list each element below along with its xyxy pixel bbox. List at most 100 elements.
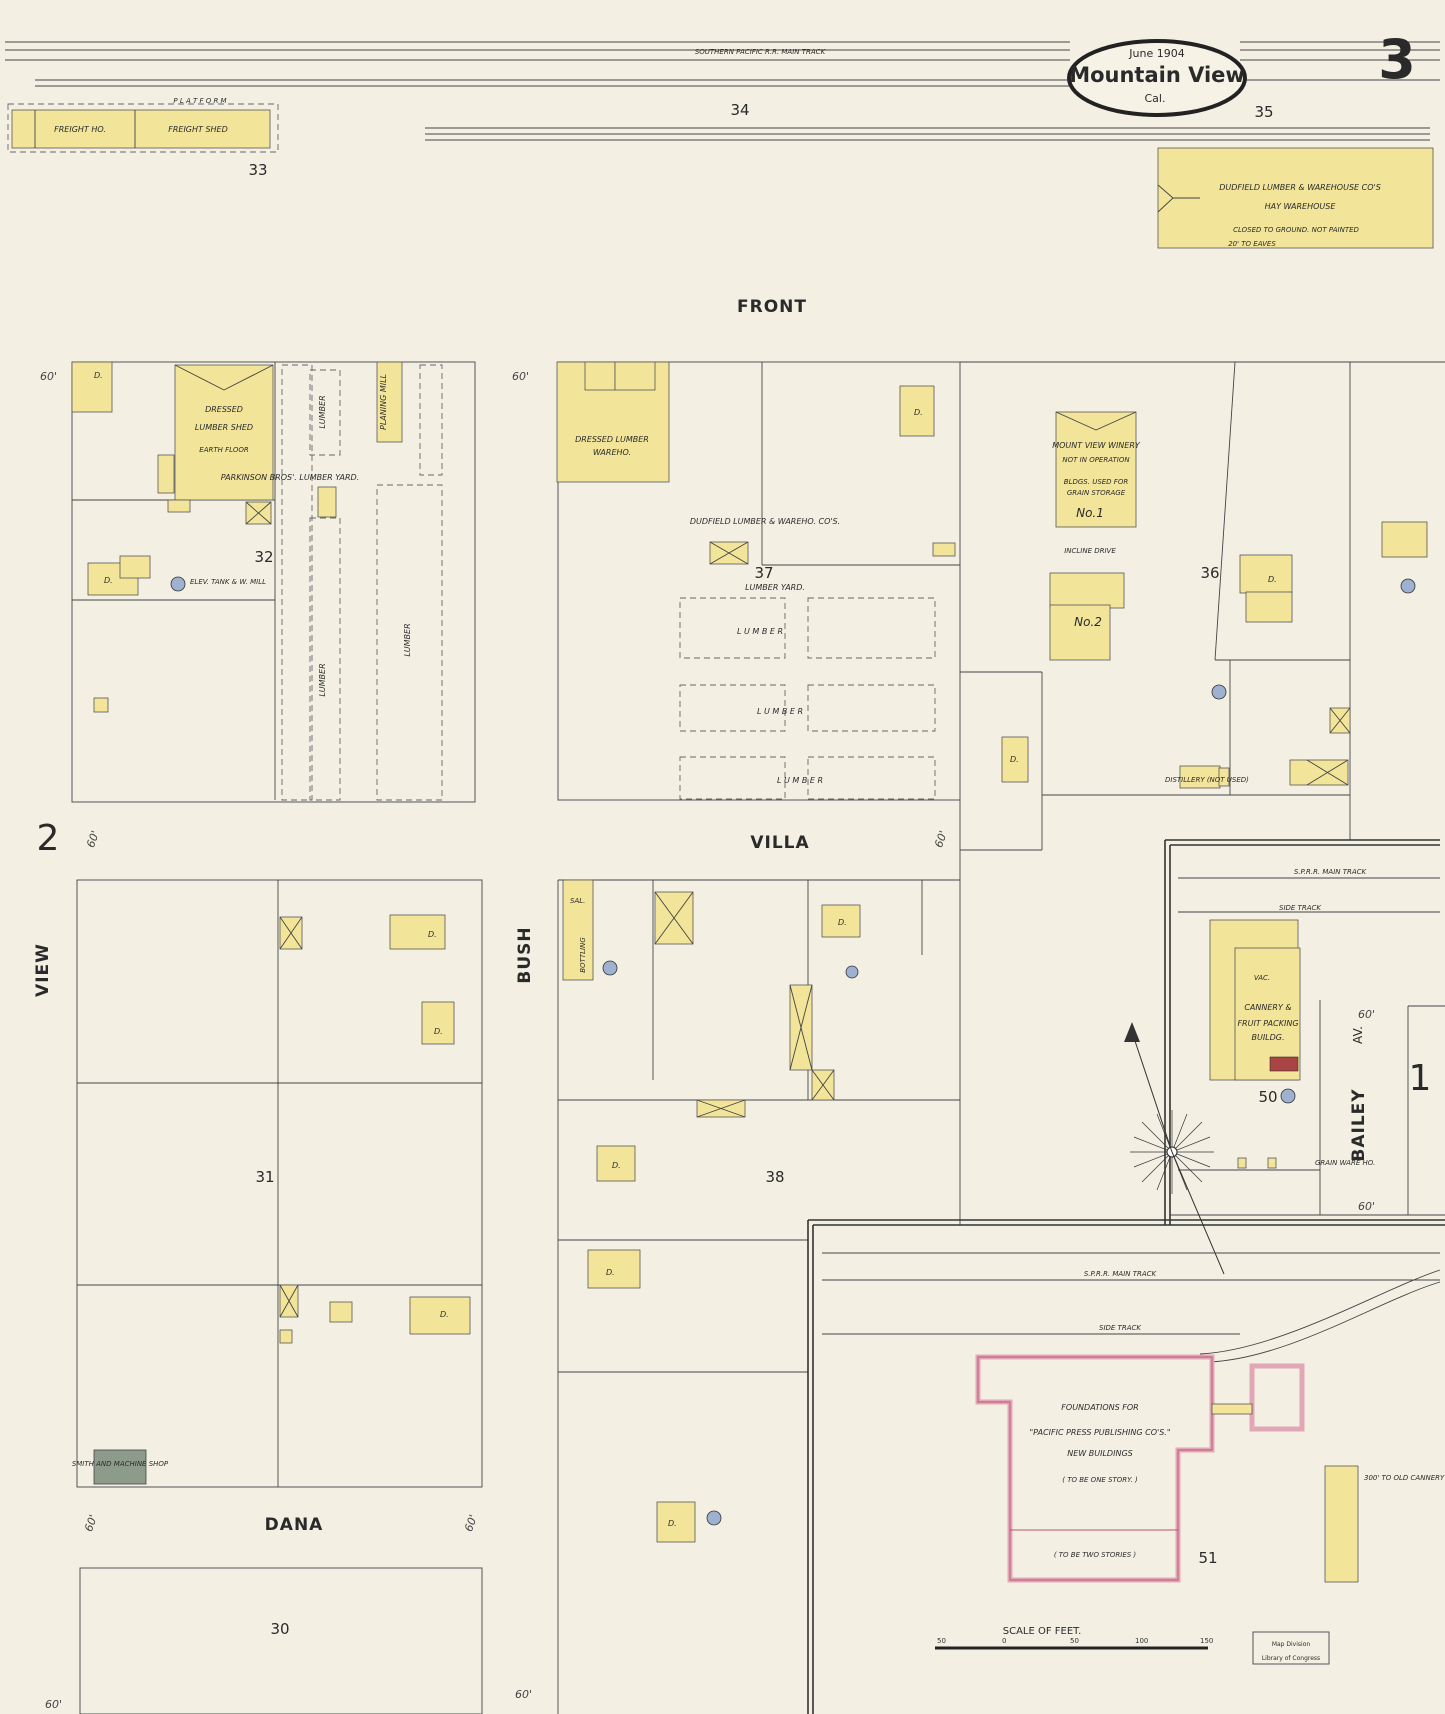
width-label: 60': [45, 1698, 62, 1711]
adjoining-sheet-2: 2: [37, 818, 60, 859]
width-label: 60': [462, 1513, 480, 1533]
map-state: Cal.: [1145, 92, 1166, 105]
freight-shed-label: FREIGHT SHED: [168, 125, 228, 134]
winery-no2: No.2: [1074, 615, 1102, 629]
dressed-lumber-shed-3: EARTH FLOOR: [199, 446, 249, 454]
dwelling-36a: D.: [1268, 575, 1277, 584]
bottling-label: BOTTLING: [579, 937, 587, 973]
cannery: CANNERY & FRUIT PACKING BUILDG. VAC. 50 …: [1170, 919, 1445, 1216]
dwelling-37a: D.: [914, 408, 923, 417]
lumber-label-2: LUMBER: [318, 663, 327, 696]
map-city: Mountain View: [1069, 63, 1245, 87]
cannery-line3: BUILDG.: [1251, 1033, 1284, 1042]
lumber-label-3: LUMBER: [403, 623, 412, 656]
hay-warehouse-line2: HAY WAREHOUSE: [1265, 202, 1337, 211]
width-label: 60': [932, 829, 950, 849]
lumber-spaced-3: L U M B E R: [777, 776, 823, 785]
dudfield-yard-1: DUDFIELD LUMBER & WAREHO. CO'S.: [690, 517, 840, 526]
block-50: 50: [1258, 1088, 1277, 1106]
block-36-area: MOUNT VIEW WINERY NOT IN OPERATION BLDGS…: [959, 361, 1445, 1225]
hay-warehouse: DUDFIELD LUMBER & WAREHOUSE CO'S HAY WAR…: [1157, 147, 1434, 249]
hay-warehouse-line4: 20' TO EAVES: [1228, 240, 1276, 248]
pacific-press-foundations: FOUNDATIONS FOR "PACIFIC PRESS PUBLISHIN…: [975, 1354, 1445, 1583]
dressed-lumber-shed-1: DRESSED: [205, 405, 243, 414]
smith-shop-label: SMITH AND MACHINE SHOP: [72, 1460, 169, 1468]
lumber-spaced-2: L U M B E R: [757, 707, 803, 716]
winery-no1: No.1: [1076, 506, 1104, 520]
block-38: 38: [765, 1168, 784, 1186]
block-31: 31: [255, 1168, 274, 1186]
street-front: FRONT: [737, 297, 807, 317]
foundations-line3: NEW BUILDINGS: [1067, 1449, 1132, 1458]
railroad-mid-side: SIDE TRACK: [1279, 904, 1322, 912]
block-30-area: 30: [79, 1567, 483, 1714]
elev-tank-label: ELEV. TANK & W. MILL: [190, 578, 266, 586]
cannery-line2: FRUIT PACKING: [1237, 1019, 1298, 1028]
width-label: 60': [515, 1688, 532, 1701]
winery-line2: NOT IN OPERATION: [1062, 456, 1130, 464]
railroad-low-side: SIDE TRACK: [1099, 1324, 1142, 1332]
street-villa: VILLA: [750, 833, 809, 853]
old-cannery-label: 300' TO OLD CANNERY (SEE ABOVE): [1364, 1474, 1445, 1482]
cannery-vac: VAC.: [1254, 974, 1270, 982]
freight-ho-label: FREIGHT HO.: [54, 125, 106, 134]
foundations-line1: FOUNDATIONS FOR: [1061, 1403, 1138, 1412]
scale-tick-0: 0: [1002, 1637, 1006, 1645]
block-35: 35: [1254, 103, 1273, 121]
dressed-lumber-shed-2: LUMBER SHED: [195, 423, 253, 432]
dwelling-31b: D.: [434, 1027, 443, 1036]
block-51: 51: [1198, 1549, 1217, 1567]
railroad-low-main: S.P.R.R. MAIN TRACK: [1084, 1270, 1158, 1278]
grain-ware-label: GRAIN WARE HO.: [1315, 1159, 1375, 1167]
dwelling-38a: D.: [838, 918, 847, 927]
compass-icon: [1124, 1022, 1225, 1275]
width-label: 60': [84, 829, 102, 849]
scale-tick-100: 100: [1135, 1637, 1148, 1645]
dwelling-38b: D.: [612, 1161, 621, 1170]
winery-line4: GRAIN STORAGE: [1067, 489, 1126, 497]
block-34: 34: [730, 101, 749, 119]
railroad-top: SOUTHERN PACIFIC R.R. MAIN TRACK: [5, 41, 1440, 141]
width-label: 60': [40, 370, 57, 383]
width-label: 60': [1358, 1200, 1375, 1213]
library-stamp: Map Division Library of Congress: [1252, 1631, 1330, 1665]
dwelling-31a: D.: [428, 930, 437, 939]
dwelling-38c: D.: [606, 1268, 615, 1277]
block-37: 37: [754, 564, 773, 582]
dwelling-38d: D.: [668, 1519, 677, 1528]
hay-warehouse-line3: CLOSED TO GROUND. NOT PAINTED: [1233, 226, 1359, 234]
adjoining-sheet-1: 1: [1409, 1058, 1432, 1099]
block-38-area: SAL. BOTTLING D. D. 38 D. D.: [557, 879, 960, 1714]
street-bailey: BAILEY: [1349, 1088, 1369, 1161]
scale-bar: SCALE OF FEET. 50 0 50 100 150: [935, 1626, 1213, 1650]
railroad-mid-main: S.P.R.R. MAIN TRACK: [1294, 868, 1368, 876]
scale-tick-50: 50: [1070, 1637, 1079, 1645]
width-label: 60': [512, 370, 529, 383]
railroad-mid: S.P.R.R. MAIN TRACK SIDE TRACK: [1164, 839, 1440, 1225]
winery-line3: BLDGS. USED FOR: [1064, 478, 1129, 486]
dressed-lumber-wareho-2: WAREHO.: [593, 448, 631, 457]
freight-house: FREIGHT HO. FREIGHT SHED P L A T F O R M: [7, 97, 279, 153]
title-cartouche: June 1904 Mountain View Cal.: [1067, 39, 1247, 117]
lumber-spaced-1: L U M B E R: [737, 627, 783, 636]
width-label: 60': [82, 1513, 100, 1533]
scale-tick-50a: 50: [937, 1637, 946, 1645]
foundations-line5: ( TO BE TWO STORIES ): [1054, 1551, 1137, 1559]
incline-drive: INCLINE DRIVE: [1064, 547, 1116, 555]
parkinson-label: PARKINSON BROS'. LUMBER YARD.: [221, 473, 360, 482]
street-av: AV.: [1351, 1026, 1365, 1044]
stamp-line1: Map Division: [1272, 1641, 1311, 1648]
street-view: VIEW: [33, 943, 53, 997]
block-30: 30: [270, 1620, 289, 1638]
railroad-top-label: SOUTHERN PACIFIC R.R. MAIN TRACK: [695, 48, 827, 56]
block-32: 32: [254, 548, 273, 566]
dwelling-31c: D.: [440, 1310, 449, 1319]
street-bush: BUSH: [515, 926, 535, 983]
distillery-label: DISTILLERY (NOT USED): [1165, 776, 1249, 784]
dwelling-label: D.: [94, 371, 103, 380]
width-label: 60': [1358, 1008, 1375, 1021]
cannery-line1: CANNERY &: [1244, 1003, 1291, 1012]
dudfield-yard-2: LUMBER YARD.: [745, 583, 805, 592]
railroad-low: S.P.R.R. MAIN TRACK SIDE TRACK: [807, 1219, 1445, 1714]
